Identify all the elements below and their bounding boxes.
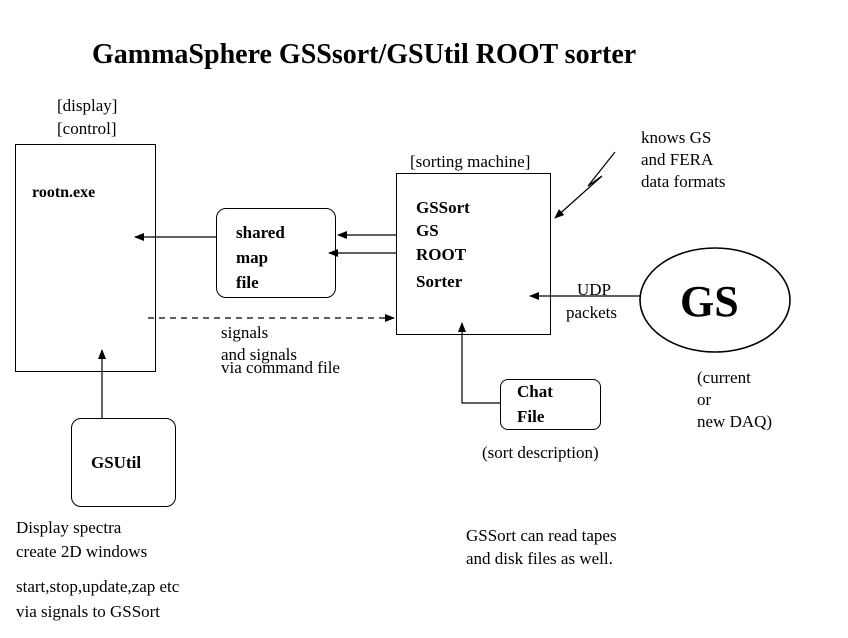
- notes-left-line2: create 2D windows: [16, 542, 148, 561]
- signals-line3: via command file: [221, 358, 340, 377]
- shared-map-line1: shared: [236, 223, 285, 242]
- display-label: [display]: [57, 96, 118, 115]
- sorter-line3: ROOT: [416, 245, 467, 264]
- daq-note-line1: (current: [697, 368, 751, 387]
- shared-map-line2: map: [236, 248, 269, 267]
- shared-map-box: [216, 208, 336, 298]
- sorter-line4: Sorter: [416, 272, 463, 291]
- sorter-line1: GSSort: [416, 198, 470, 217]
- control-label: [control]: [57, 119, 117, 138]
- page-title: GammaSphere GSSsort/GSUtil ROOT sorter: [92, 39, 637, 70]
- signals-line1: signals: [221, 323, 269, 342]
- sorter-box: [396, 173, 551, 335]
- signals-line2: and signals: [221, 345, 298, 364]
- chat-line1: Chat: [517, 382, 553, 401]
- display-name: rootn.exe: [32, 184, 96, 201]
- gsutil-box: [71, 418, 176, 507]
- chat-file-box: [500, 379, 601, 430]
- notes-right-line1: GSSort can read tapes: [466, 526, 617, 545]
- udp-line1: UDP: [577, 280, 612, 299]
- arrow-chat-to-sorter: [458, 322, 500, 404]
- knows-note-line1: knows GS: [641, 128, 712, 147]
- notes-right-line2: and disk files as well.: [466, 549, 613, 568]
- chat-caption: (sort description): [482, 443, 599, 462]
- daq-note-line3: new DAQ): [697, 412, 773, 431]
- gs-ellipse: [639, 247, 791, 353]
- daq-note-line2: or: [697, 390, 712, 409]
- display-box: [15, 144, 156, 372]
- notes-left-line4: via signals to GSSort: [16, 602, 161, 621]
- gsutil-name: GSUtil: [91, 453, 142, 472]
- gs-label: GS: [680, 277, 739, 326]
- chat-line2: File: [517, 407, 545, 426]
- lightning-arrow: [554, 151, 616, 219]
- sorter-label: [sorting machine]: [410, 152, 531, 171]
- udp-line2: packets: [566, 303, 617, 322]
- knows-note-line2: and FERA: [641, 150, 714, 169]
- shared-map-line3: file: [236, 273, 259, 292]
- notes-left-line3: start,stop,update,zap etc: [16, 577, 180, 596]
- sorter-line2: GS: [416, 221, 439, 240]
- knows-note-line3: data formats: [641, 172, 726, 191]
- notes-left-line1: Display spectra: [16, 518, 122, 537]
